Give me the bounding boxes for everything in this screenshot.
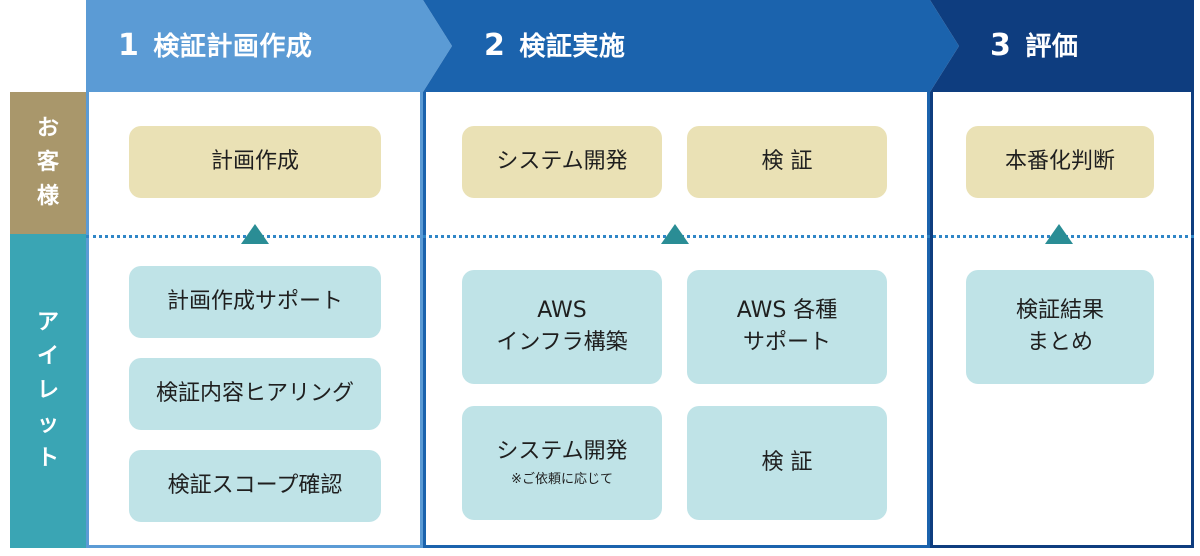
ailet-task-plan-support: 計画作成サポート xyxy=(129,266,381,338)
phase-header: 1 検証計画作成 2 検証実施 3 評価 xyxy=(0,0,1200,92)
task-label: システム開発 xyxy=(496,439,628,464)
phase-3-label: 3 評価 xyxy=(990,24,1078,68)
customer-task-verification: 検 証 xyxy=(687,126,887,198)
phase-3-number: 3 xyxy=(990,28,1012,63)
row-label-char: ッ xyxy=(36,412,59,437)
ailet-task-verification: 検 証 xyxy=(687,406,887,520)
row-label-char: ア xyxy=(36,310,59,335)
row-label-char: ト xyxy=(36,446,59,471)
phase-1-label: 1 検証計画作成 xyxy=(118,24,312,68)
task-label-line2: サポート xyxy=(742,330,831,355)
arrow-up-icon xyxy=(1045,224,1073,244)
ailet-task-scope-check: 検証スコープ確認 xyxy=(129,450,381,522)
phase-3-chevron xyxy=(930,0,1194,92)
phase-2-label: 2 検証実施 xyxy=(484,24,625,68)
phase-1-number: 1 xyxy=(118,28,140,63)
task-label: 本番化判断 xyxy=(1004,149,1115,174)
task-label-line2: インフラ構築 xyxy=(496,330,628,355)
row-label-char: 様 xyxy=(36,184,59,209)
customer-task-production-decision: 本番化判断 xyxy=(966,126,1154,198)
task-label: 計画作成 xyxy=(210,149,299,174)
ailet-task-hearing: 検証内容ヒアリング xyxy=(129,358,381,430)
phase-chevrons xyxy=(86,0,1194,92)
ailet-task-system-dev: システム開発 ※ご依頼に応じて xyxy=(462,406,662,520)
row-label-ailet: ア イ レ ッ ト xyxy=(10,234,86,548)
task-label: 検証内容ヒアリング xyxy=(155,381,354,406)
task-label: 検 証 xyxy=(761,450,813,475)
phase-1-chevron xyxy=(86,0,452,92)
row-label-char: 客 xyxy=(36,150,59,175)
customer-task-plan: 計画作成 xyxy=(129,126,381,198)
row-divider xyxy=(86,235,1194,238)
ailet-task-aws-support: AWS 各種 サポート xyxy=(687,270,887,384)
task-label: 検 証 xyxy=(761,149,813,174)
arrow-up-icon xyxy=(241,224,269,244)
row-label-char: イ xyxy=(36,344,59,369)
task-label-line1: 検証結果 xyxy=(1015,298,1104,323)
task-label: 検証スコープ確認 xyxy=(167,473,343,498)
phase-3-title: 評価 xyxy=(1025,32,1079,62)
ailet-task-aws-infra: AWS インフラ構築 xyxy=(462,270,662,384)
arrow-up-icon xyxy=(661,224,689,244)
row-label-customer: お 客 様 xyxy=(10,92,86,234)
task-note: ※ご依頼に応じて xyxy=(511,472,613,487)
task-label-line2: まとめ xyxy=(1026,330,1093,355)
row-label-char: お xyxy=(36,116,59,141)
task-label-line1: AWS xyxy=(537,298,587,323)
ailet-task-summary: 検証結果 まとめ xyxy=(966,270,1154,384)
task-label: システム開発 xyxy=(496,149,628,174)
task-label: 計画作成サポート xyxy=(166,289,343,314)
phase-2-chevron xyxy=(423,0,959,92)
customer-task-system-dev: システム開発 xyxy=(462,126,662,198)
phase-2-title: 検証実施 xyxy=(519,32,626,62)
task-label-line1: AWS 各種 xyxy=(736,298,838,323)
phase-1-title: 検証計画作成 xyxy=(153,32,313,62)
phase-2-number: 2 xyxy=(484,28,506,63)
row-label-char: レ xyxy=(36,378,59,403)
